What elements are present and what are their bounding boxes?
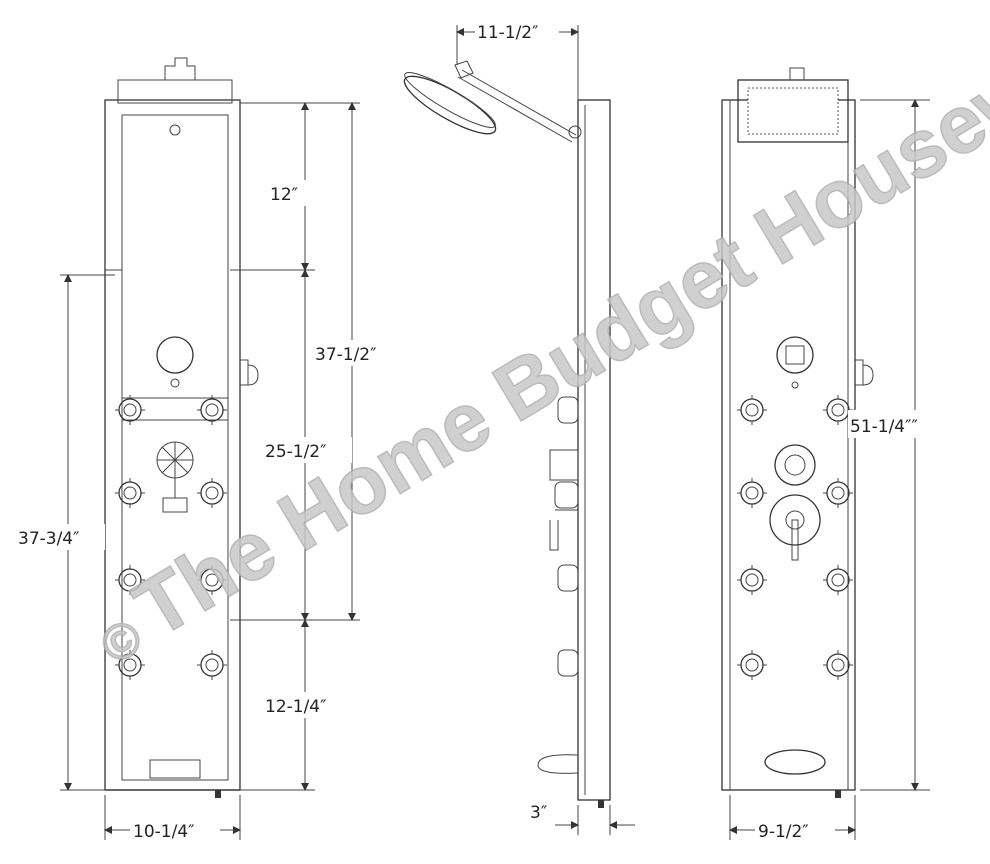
watermark-text: The Home Budget Houseware [120, 0, 990, 655]
front-view [721, 67, 874, 798]
back-view-dimensions: 12″ 37-1/2″ 25-1/2″ 37-3/4″ 12-1/4″ 10-1… [15, 102, 398, 844]
dim-10-1-4: 10-1/4″ [133, 822, 194, 842]
back-view [104, 57, 259, 798]
front-view-dimensions: 51-1/4″″ 9-1/2″ [729, 99, 963, 844]
dim-37-1-2: 37-1/2″ [315, 345, 376, 365]
watermark: © The Home Budget Houseware [90, 0, 990, 676]
dim-37-3-4: 37-3/4″ [18, 529, 79, 549]
dim-25-1-2: 25-1/2″ [265, 442, 326, 462]
dim-12-1-4: 12-1/4″ [265, 697, 326, 717]
dim-12: 12″ [270, 185, 298, 205]
dim-11-1-2: 11-1/2″ [477, 23, 538, 43]
dim-9-1-2: 9-1/2″ [758, 822, 809, 842]
side-view-dimensions: 11-1/2″ 3″ [456, 20, 635, 835]
dim-3: 3″ [530, 803, 547, 823]
dim-51-1-4: 51-1/4″″ [850, 417, 918, 437]
side-view [403, 60, 611, 808]
